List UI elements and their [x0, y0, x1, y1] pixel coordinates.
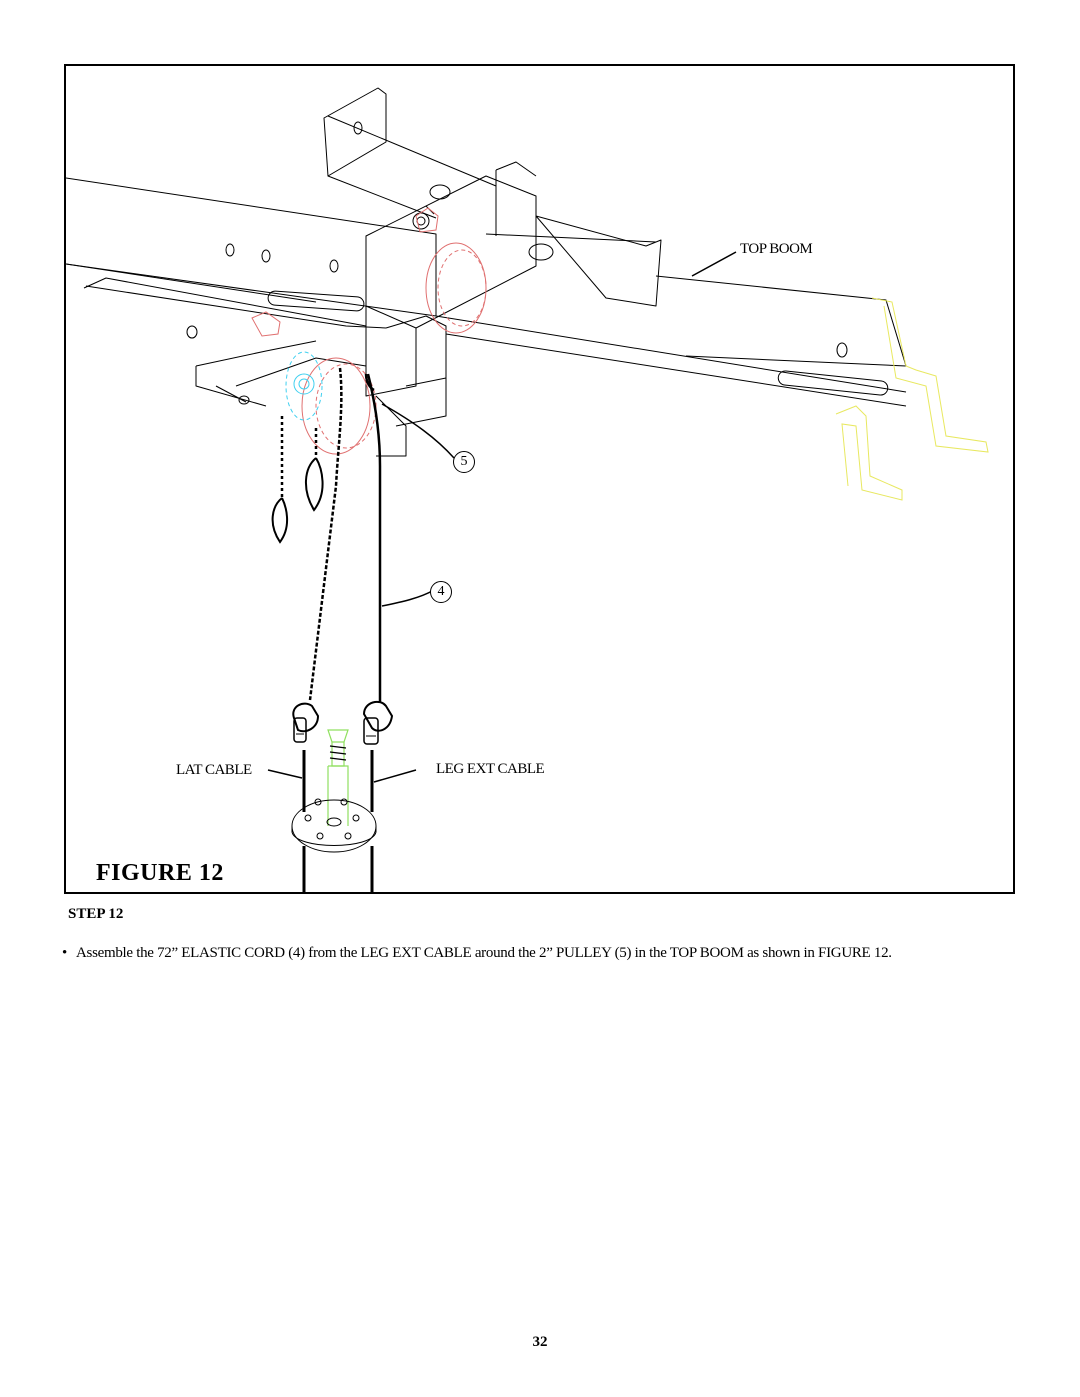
top-boom-leader [691, 251, 737, 277]
top-boom-label: TOP BOOM [740, 241, 813, 257]
pulley-callout: 5 [453, 451, 475, 473]
step-heading: STEP 12 [68, 906, 124, 922]
instruction-item: • Assemble the 72” ELASTIC CORD (4) from… [62, 943, 1022, 963]
pin [327, 729, 349, 743]
cord-callout: 4 [430, 581, 452, 603]
lower-pulley [301, 357, 371, 455]
figure-caption: FIGURE 12 [96, 860, 224, 886]
leg-ext-leader [373, 769, 417, 783]
bracket-ghost-1 [871, 297, 989, 453]
instruction-text: Assemble the 72” ELASTIC CORD (4) from t… [76, 945, 892, 961]
bullet: • [62, 945, 67, 961]
cord-leader [381, 589, 435, 607]
right-boom [435, 215, 907, 407]
leg-ext-cable [366, 373, 382, 702]
lat-cable-connector [292, 702, 320, 733]
assembly-drawing [66, 87, 989, 892]
lat-cable-label: LAT CABLE [176, 762, 252, 778]
page-number: 32 [532, 1334, 548, 1350]
pulley-leader [381, 403, 455, 459]
leg-ext-connector [362, 700, 394, 732]
upper-tube [323, 87, 497, 228]
lat-cable [308, 367, 343, 701]
left-boom [66, 177, 437, 329]
lower-frame [83, 277, 447, 457]
leg-ext-cable-label: LEG EXT CABLE [436, 761, 545, 777]
figure-frame: TOP BOOM 5 4 LAT CABLE LEG EXT CABLE FIG… [64, 64, 1015, 894]
bracket-ghost-2 [835, 405, 903, 501]
lat-cable-leader [267, 769, 303, 779]
pulley-spacer [285, 351, 323, 421]
junction-block [365, 161, 537, 397]
